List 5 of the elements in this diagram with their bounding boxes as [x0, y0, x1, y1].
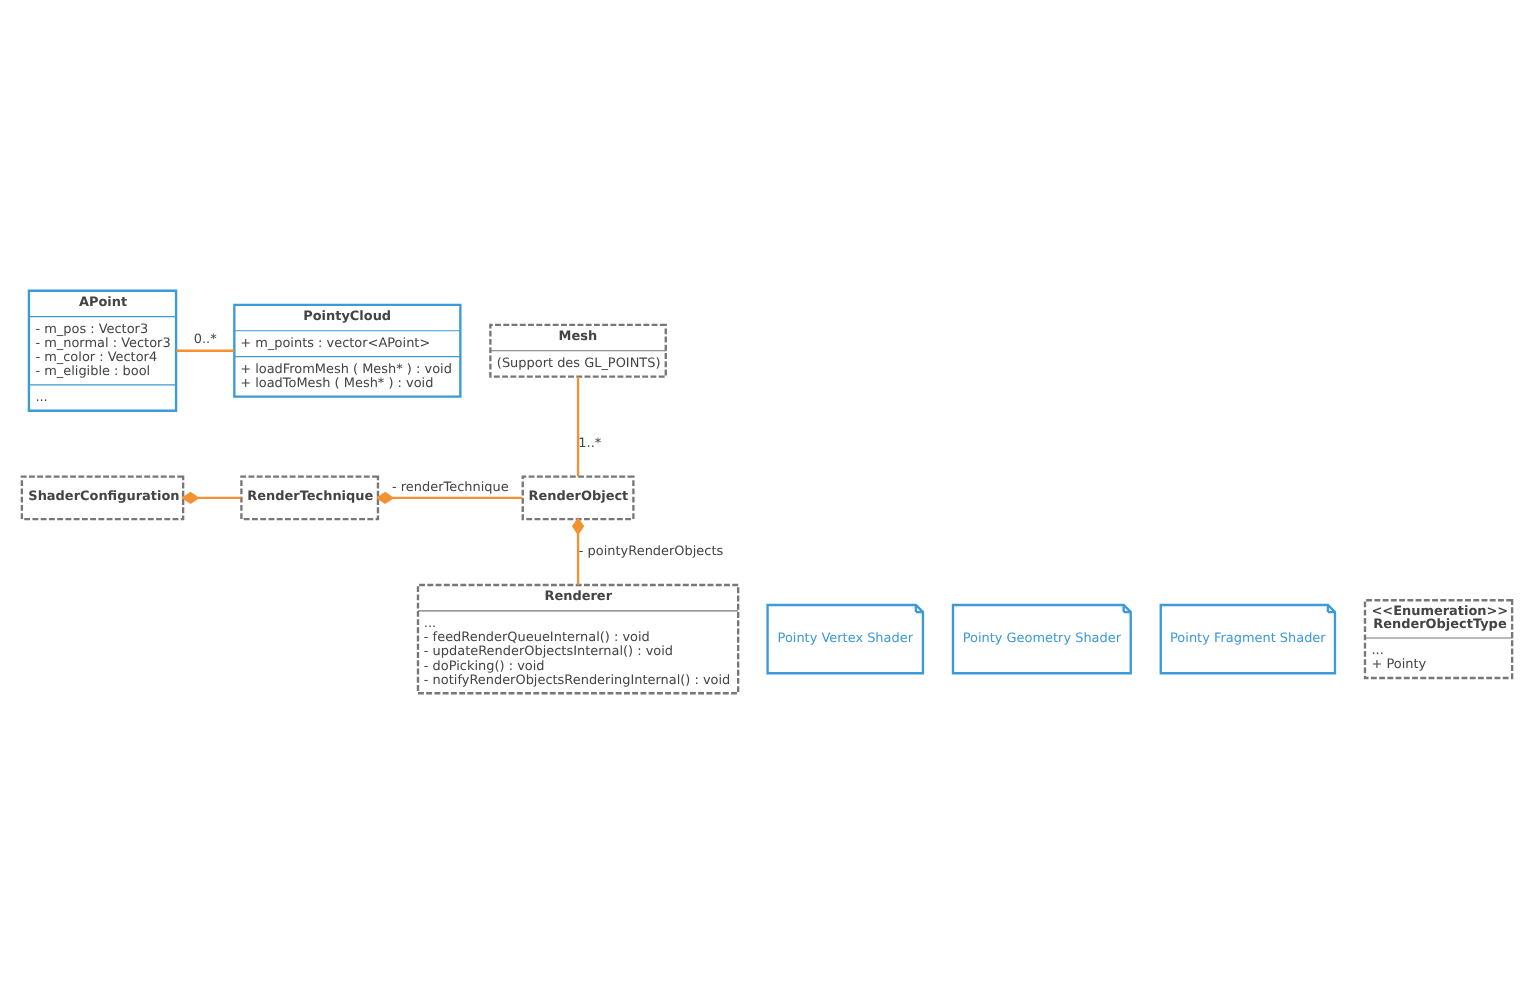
connector: [571, 517, 585, 585]
connector: [181, 491, 242, 504]
connector: [376, 491, 523, 504]
connector: [576, 376, 580, 477]
connector: [176, 349, 234, 352]
